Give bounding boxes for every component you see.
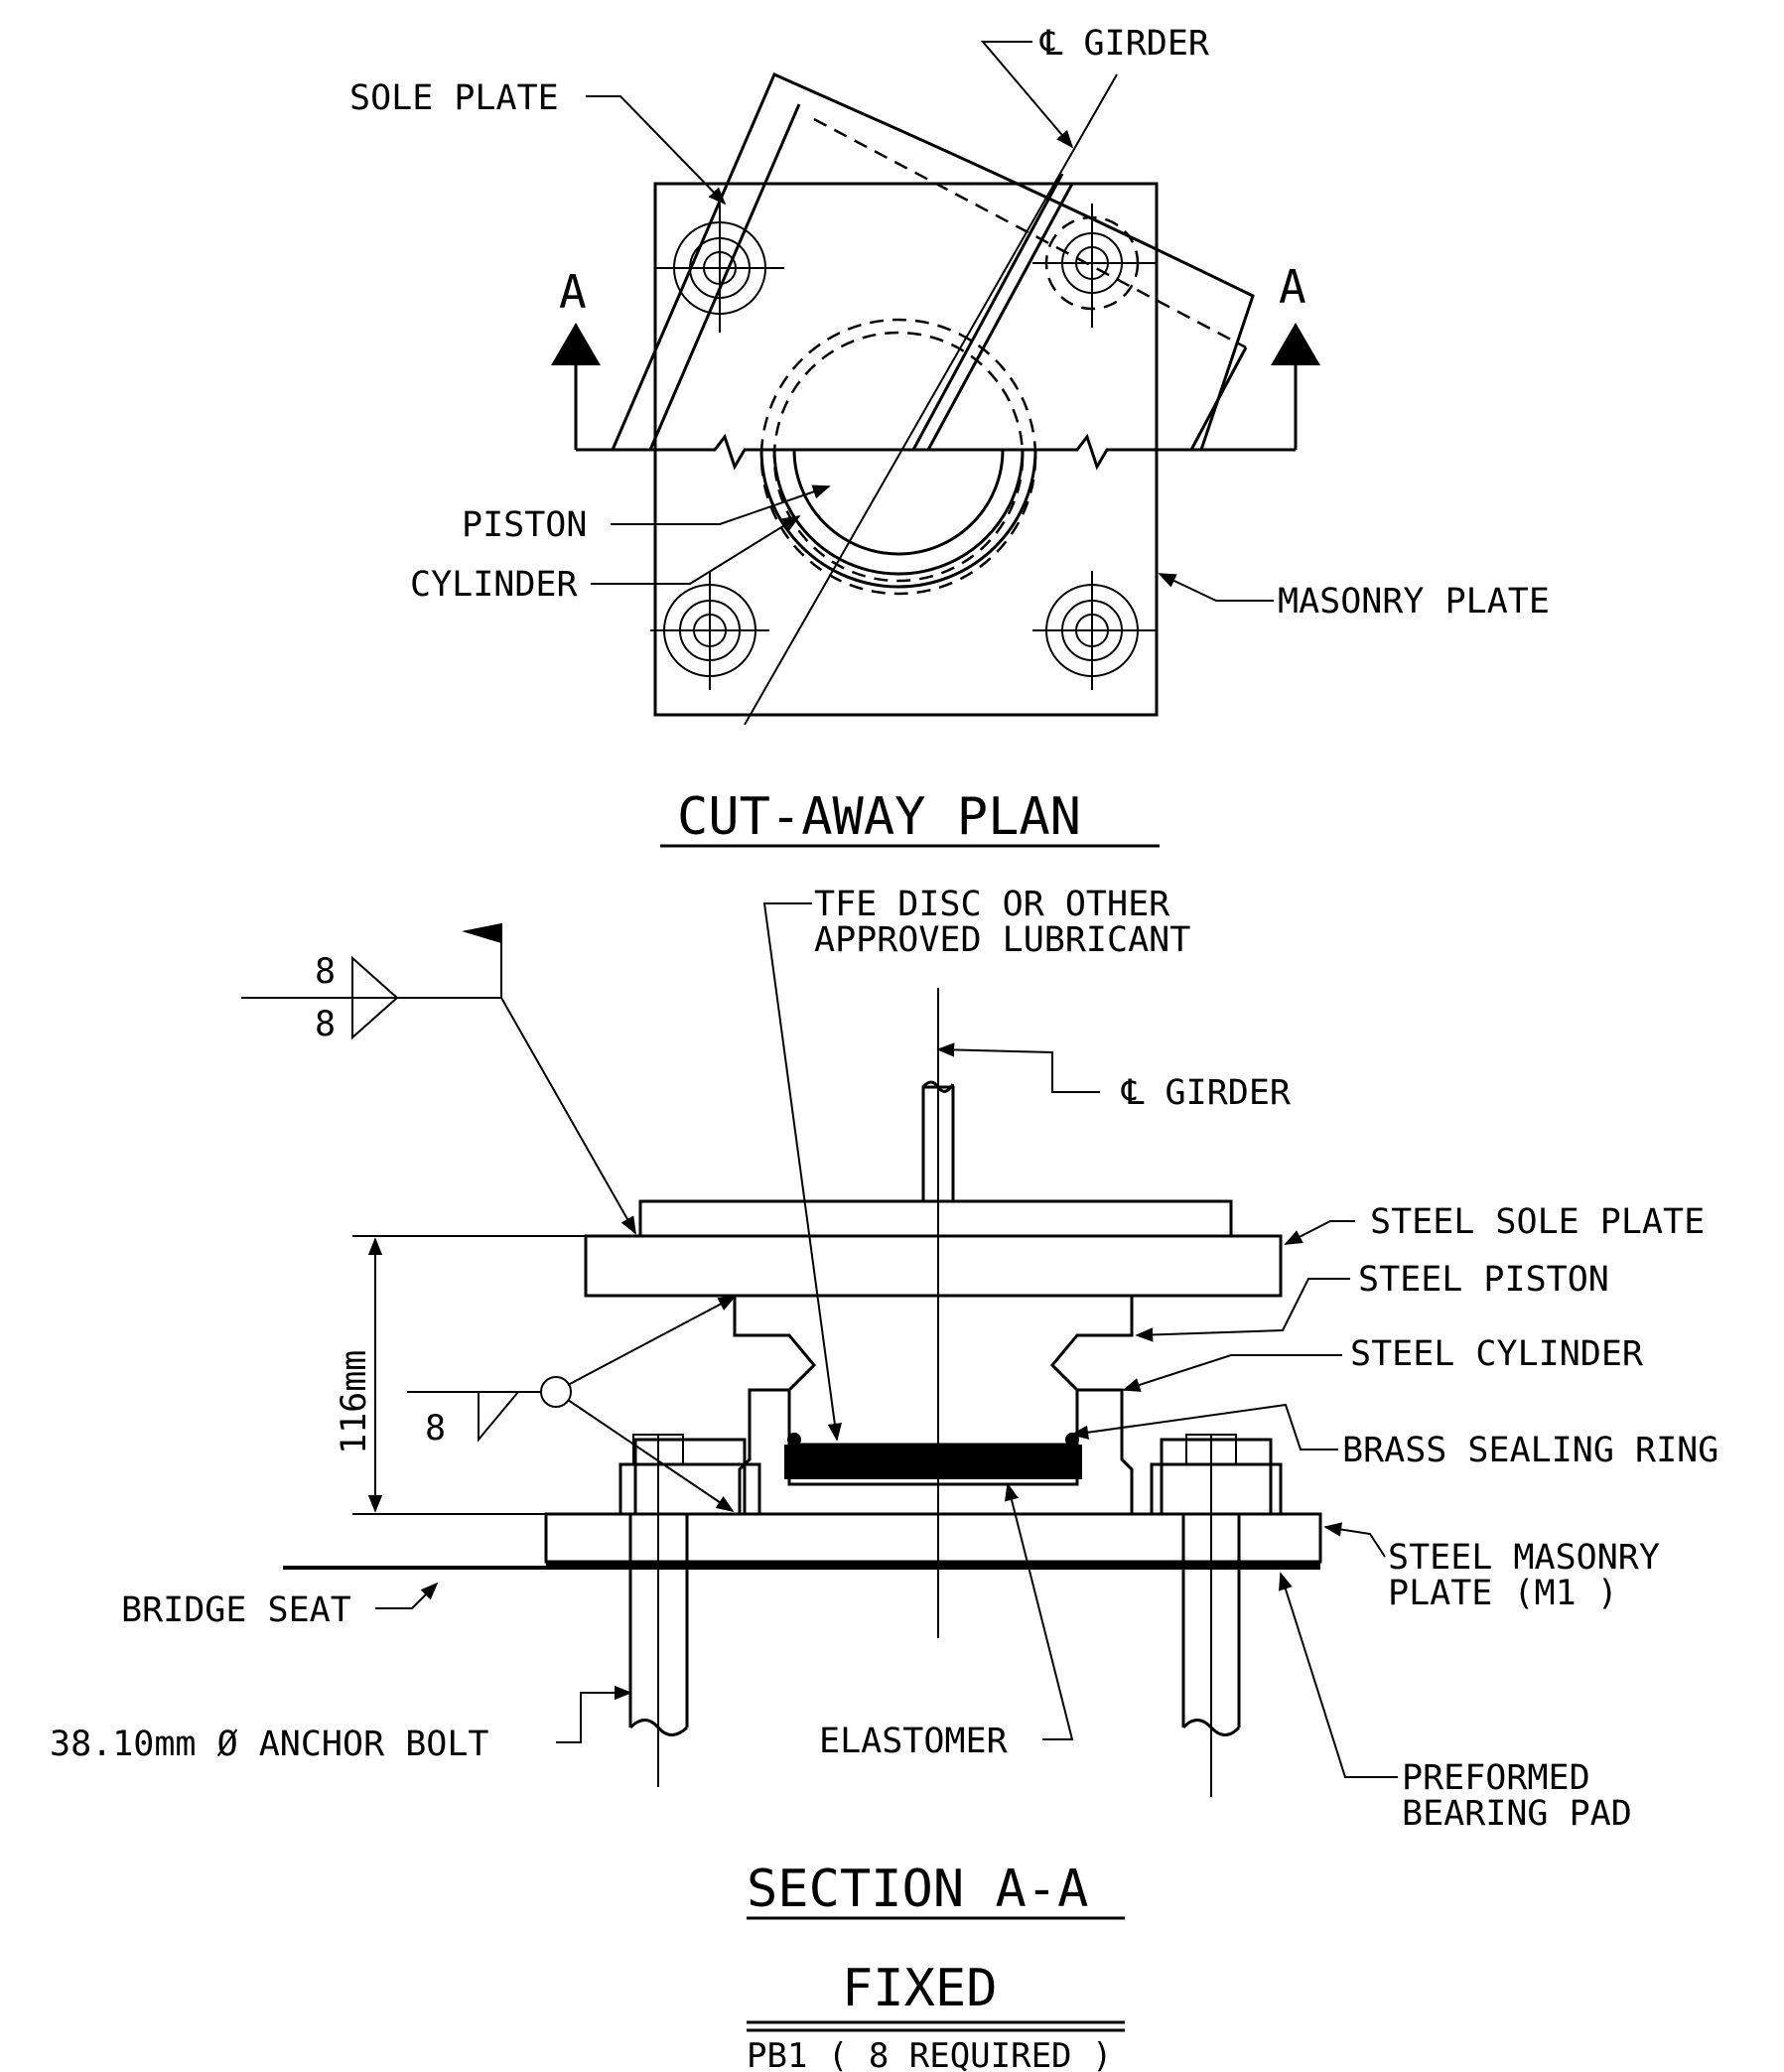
required-subtitle: PB1 ( 8 REQUIRED ) <box>747 2036 1112 2072</box>
weld-symbol-side <box>407 1296 737 1513</box>
section-mark-right: A <box>1279 260 1306 314</box>
weld-symbol-top <box>241 923 636 1235</box>
section-arrow-left <box>551 323 601 365</box>
section-title: SECTION A-A <box>747 1860 1088 1919</box>
weld-bottom-size: 8 <box>315 1005 336 1044</box>
plan-piston-label: PISTON <box>462 505 587 545</box>
anchor-bolt-right <box>1181 1514 1241 1797</box>
anchor-bolt-label: 38.10mm Ø ANCHOR BOLT <box>50 1725 489 1764</box>
plan-bolt-bl <box>650 571 769 690</box>
sole-plate-top <box>638 1199 1233 1238</box>
section-cl-girder-label: ℄ GIRDER <box>1121 1073 1292 1113</box>
bearing-pad-label-line2: BEARING PAD <box>1402 1794 1632 1834</box>
bridge-seat-label: BRIDGE SEAT <box>121 1590 351 1630</box>
tfe-label-line1: TFE DISC OR OTHER <box>814 885 1170 924</box>
plan-break-line <box>576 433 1296 471</box>
plan-title: CUT-AWAY PLAN <box>677 787 1081 847</box>
bearing-pad-label-line1: PREFORMED <box>1402 1758 1590 1798</box>
steel-piston <box>733 1294 1134 1447</box>
dimension-116mm <box>352 1235 586 1515</box>
steel-sole-plate <box>584 1234 1283 1298</box>
elastomer-disc <box>784 1445 1082 1479</box>
footer-titles: FIXED PB1 ( 8 REQUIRED ) <box>747 1959 1125 2072</box>
plan-cl-girder-label: ℄ GIRDER <box>1039 24 1210 64</box>
fixed-title: FIXED <box>842 1959 998 2018</box>
steel-masonry-plate <box>544 1512 1322 1564</box>
plan-piston <box>759 449 1037 589</box>
elastomer-label: ELASTOMER <box>819 1722 1009 1761</box>
steel-cylinder-label: STEEL CYLINDER <box>1350 1334 1644 1374</box>
plan-cylinder-label: CYLINDER <box>410 565 579 605</box>
plan-masonry-plate-label: MASONRY PLATE <box>1278 582 1550 622</box>
cut-away-plan: ℄ GIRDER SOLE PLATE A A PISTON CYLINDER … <box>349 24 1550 848</box>
plan-bolt-tr <box>1032 204 1157 328</box>
steel-sole-plate-label: STEEL SOLE PLATE <box>1370 1202 1705 1242</box>
brass-ring-left <box>787 1433 801 1447</box>
weld-side-size: 8 <box>425 1409 446 1449</box>
steel-piston-label: STEEL PISTON <box>1358 1260 1609 1300</box>
nut-right <box>1150 1434 1283 1516</box>
dimension-label: 116mm <box>335 1350 374 1454</box>
plan-sole-plate <box>611 72 865 451</box>
section-a-a: TFE DISC OR OTHER APPROVED LUBRICANT 8 8… <box>50 885 1718 1920</box>
plan-bolt-tl <box>655 204 784 333</box>
anchor-bolt-left <box>628 1514 689 1787</box>
plan-bolt-br <box>1032 571 1157 690</box>
steel-masonry-label-line2: PLATE (M1 ) <box>1388 1574 1618 1613</box>
brass-ring-label: BRASS SEALING RING <box>1342 1431 1718 1470</box>
tfe-label-line2: APPROVED LUBRICANT <box>814 920 1190 960</box>
preformed-bearing-pad <box>546 1562 1320 1568</box>
weld-top-size: 8 <box>315 952 336 992</box>
plan-girder-centerline <box>744 73 1118 726</box>
steel-masonry-label-line1: STEEL MASONRY <box>1388 1538 1660 1578</box>
plan-sole-plate-label: SOLE PLATE <box>349 78 559 118</box>
section-arrow-right <box>1271 323 1320 365</box>
section-mark-left: A <box>559 265 587 319</box>
